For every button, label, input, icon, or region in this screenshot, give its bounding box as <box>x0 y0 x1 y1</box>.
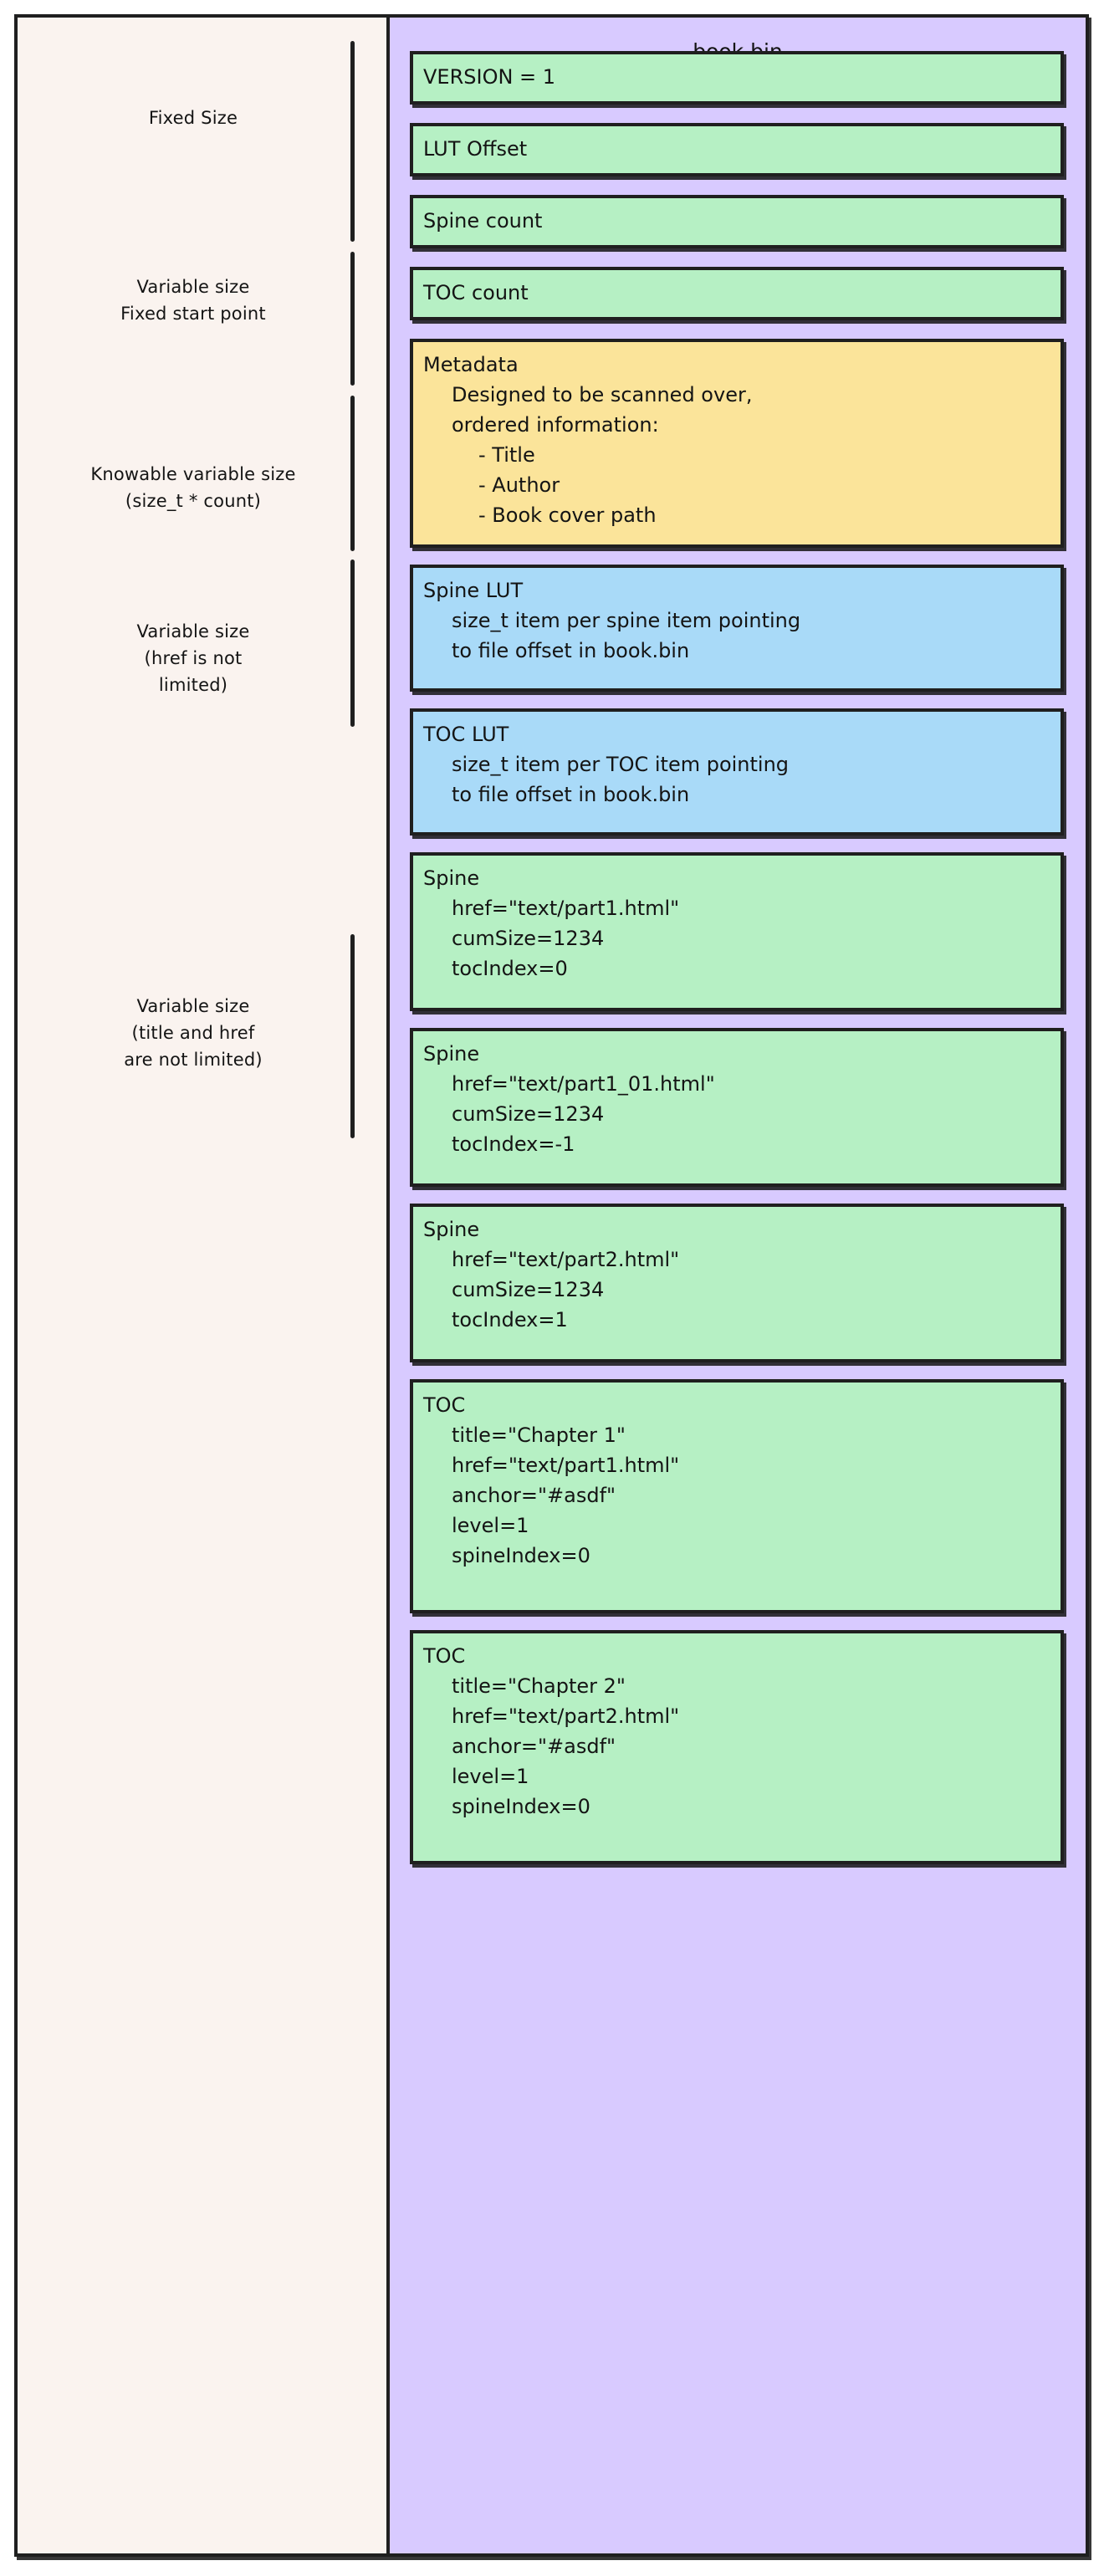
block-line: level=1 <box>452 1765 529 1788</box>
block-line: - Title <box>478 443 535 467</box>
block-line: anchor="#asdf" <box>452 1735 616 1758</box>
block-line: tocIndex=1 <box>452 1308 568 1331</box>
block-line: Spine LUT <box>423 579 524 602</box>
block-toc-lut: TOC LUT size_t item per TOC item pointing… <box>410 708 1064 836</box>
block-line: href="text/part1.html" <box>452 897 680 920</box>
block-line: Spine <box>423 866 480 890</box>
section-bracket-variable-href <box>350 560 355 727</box>
block-line: Designed to be scanned over, <box>452 383 753 406</box>
block-lut-offset: LUT Offset <box>410 123 1064 176</box>
block-line: level=1 <box>452 1514 529 1537</box>
block-line: Spine <box>423 1218 480 1241</box>
block-line: size_t item per spine item pointing <box>452 609 801 632</box>
annotation-line: are not limited) <box>124 1050 263 1070</box>
block-toc-2: TOC title="Chapter 2" href="text/part2.htm… <box>410 1630 1064 1864</box>
block-spine-2: Spine href="text/part1_01.html" cumSize=12… <box>410 1028 1064 1187</box>
annotation-line: (href is not <box>144 648 243 668</box>
block-line: title="Chapter 1" <box>452 1423 626 1447</box>
annotation-line: limited) <box>158 675 228 695</box>
block-line: href="text/part1.html" <box>452 1454 680 1477</box>
section-bracket-knowable-variable <box>350 396 355 551</box>
annotation-line: Fixed Size <box>148 108 238 128</box>
block-line: TOC count <box>423 281 529 304</box>
block-line: - Book cover path <box>478 503 657 527</box>
block-line: cumSize=1234 <box>452 1278 605 1301</box>
block-line: href="text/part2.html" <box>452 1248 680 1271</box>
annotation-line: Variable size <box>136 621 250 641</box>
block-line: tocIndex=-1 <box>452 1132 575 1156</box>
block-line: Spine <box>423 1042 480 1066</box>
annotation-line: Variable size <box>136 996 250 1016</box>
block-toc-1: TOC title="Chapter 1" href="text/part1.htm… <box>410 1379 1064 1613</box>
annotation-line: Variable size <box>136 277 250 297</box>
block-line: anchor="#asdf" <box>452 1484 616 1507</box>
block-spine-count: Spine count <box>410 195 1064 248</box>
block-line: LUT Offset <box>423 137 528 161</box>
block-line: Metadata <box>423 353 519 376</box>
annotation-variable-title-href: Variable size (title and href are not limi… <box>18 993 369 1073</box>
block-version: VERSION = 1 <box>410 51 1064 105</box>
block-line: Spine count <box>423 209 543 233</box>
block-toc-count: TOC count <box>410 267 1064 320</box>
block-line: VERSION = 1 <box>423 65 556 89</box>
block-line: to file offset in book.bin <box>452 639 690 662</box>
block-spine-lut: Spine LUT size_t item per spine item poin… <box>410 565 1064 692</box>
block-line: size_t item per TOC item pointing <box>452 753 790 776</box>
annotation-line: Knowable variable size <box>90 464 296 484</box>
annotation-knowable-variable: Knowable variable size (size_t * count) <box>18 461 369 514</box>
block-line: cumSize=1234 <box>452 1102 605 1126</box>
block-line: tocIndex=0 <box>452 957 568 980</box>
section-bracket-variable-title-href <box>350 934 355 1138</box>
annotation-line: Fixed start point <box>120 304 266 324</box>
block-spine-1: Spine href="text/part1.html" cumSize=1234 t… <box>410 852 1064 1011</box>
annotation-variable-href: Variable size (href is not limited) <box>18 618 369 698</box>
block-spine-3: Spine href="text/part2.html" cumSize=1234 t… <box>410 1204 1064 1362</box>
block-line: to file offset in book.bin <box>452 783 690 806</box>
section-bracket-fixed-size <box>350 41 355 242</box>
annotation-line: (title and href <box>131 1023 255 1043</box>
block-line: title="Chapter 2" <box>452 1674 626 1698</box>
block-line: TOC <box>423 1644 466 1668</box>
block-line: ordered information: <box>452 413 659 437</box>
block-line: spineIndex=0 <box>452 1795 590 1818</box>
block-line: - Author <box>478 473 560 497</box>
block-line: TOC <box>423 1393 466 1417</box>
block-line: href="text/part1_01.html" <box>452 1072 715 1096</box>
block-line: spineIndex=0 <box>452 1544 590 1567</box>
annotation-line: (size_t * count) <box>125 491 262 511</box>
block-line: TOC LUT <box>423 723 509 746</box>
section-bracket-variable-fixed-start <box>350 252 355 386</box>
annotation-fixed-size: Fixed Size <box>18 105 369 131</box>
block-line: href="text/part2.html" <box>452 1705 680 1728</box>
block-line: cumSize=1234 <box>452 927 605 950</box>
